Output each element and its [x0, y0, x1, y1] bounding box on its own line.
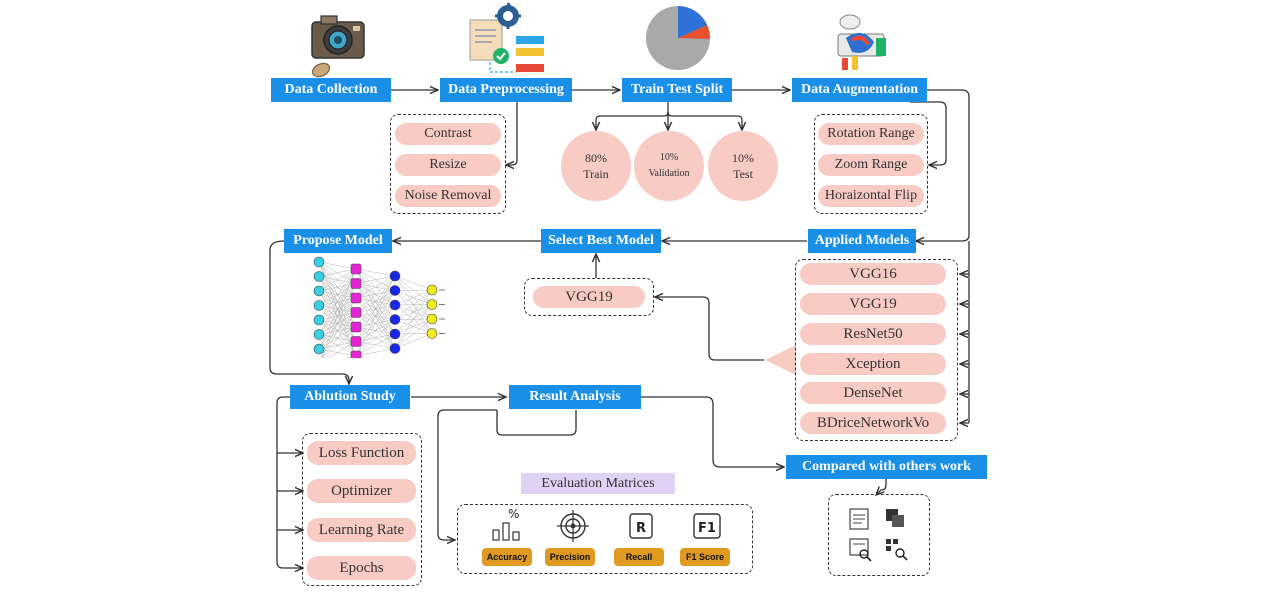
split-label: Test: [733, 167, 753, 181]
nn-node: [350, 263, 362, 275]
nn-node: [313, 329, 325, 340]
nn-node: [313, 285, 325, 297]
accuracy-icon-text: %: [508, 508, 519, 521]
recall-icon: R: [629, 513, 653, 539]
stage-result-analysis: Result Analysis: [509, 385, 641, 409]
model-item: VGG19: [800, 293, 946, 315]
accuracy-icon: %: [492, 507, 520, 541]
split-percent: 10%: [659, 152, 679, 163]
split-percent: 10%: [732, 151, 754, 165]
metric-accuracy: % Accuracy: [480, 507, 538, 568]
evaluation-title: Evaluation Matrices: [521, 473, 675, 494]
augmentation-step: Zoom Range: [818, 154, 924, 176]
stage-ablution-study: Ablution Study: [290, 385, 410, 409]
model-item: BDriceNetworkVo: [800, 412, 946, 434]
preprocessing-step: Noise Removal: [395, 185, 501, 207]
split-train: 80% Train: [561, 131, 631, 201]
nn-node: [389, 299, 401, 311]
stage-data-preprocessing: Data Preprocessing: [440, 78, 572, 102]
nn-node: [426, 299, 438, 310]
search-grid-icon: [886, 539, 908, 561]
ablation-param: Loss Function: [307, 441, 416, 465]
pointer-triangle: [765, 345, 796, 375]
metric-precision: Precision: [543, 508, 601, 568]
search-document-icon: [849, 538, 872, 562]
nn-node: [426, 313, 438, 325]
models-group: [795, 259, 958, 441]
stage-compared-with-others: Compared with others work: [786, 455, 987, 479]
nn-node: [313, 314, 325, 326]
metric-label: Accuracy: [482, 548, 532, 566]
split-percent: 80%: [585, 151, 607, 165]
nn-node: [389, 314, 401, 325]
model-item: Xception: [800, 353, 946, 375]
nn-node: [389, 343, 401, 354]
nn-node: [350, 350, 362, 358]
augmentation-step: Horaizontal Flip: [818, 185, 924, 207]
nn-node: [313, 256, 325, 268]
evaluation-group: [457, 504, 753, 574]
split-label: Validation: [648, 168, 690, 179]
model-item: DenseNet: [800, 382, 946, 404]
ablation-group: [302, 433, 422, 586]
nn-node: [350, 307, 362, 318]
nn-node: [313, 271, 325, 282]
stack-icon: [886, 509, 904, 527]
nn-node: [350, 278, 362, 289]
metric-f1: F1 F1 Score: [678, 508, 736, 568]
comparison-icons: [849, 508, 908, 562]
metric-label: Precision: [545, 548, 595, 566]
split-label: Train: [583, 167, 609, 181]
comparison-group: [828, 494, 930, 576]
nn-node: [350, 336, 362, 347]
target-icon: [557, 510, 589, 542]
best-model: VGG19: [533, 286, 645, 308]
metric-recall: R Recall: [612, 508, 670, 568]
split-validation: 10% Validation: [634, 131, 704, 201]
nn-node: [389, 270, 401, 282]
nn-node: [313, 300, 325, 311]
ablation-param: Learning Rate: [307, 518, 416, 542]
model-item: VGG16: [800, 263, 946, 285]
stage-data-augmentation: Data Augmentation: [792, 78, 927, 102]
ablation-param: Epochs: [307, 556, 416, 580]
stage-applied-models: Applied Models: [808, 229, 916, 253]
stage-data-collection: Data Collection: [271, 78, 391, 102]
augmentation-icon: [837, 14, 886, 70]
f1-icon-text: F1: [698, 521, 716, 536]
nn-node: [426, 284, 438, 296]
best-model-group: [524, 278, 654, 316]
metric-label: F1 Score: [680, 548, 730, 566]
nn-node: [389, 328, 401, 340]
recall-icon-text: R: [636, 521, 646, 536]
metric-label: Recall: [614, 548, 664, 566]
ablation-param: Optimizer: [307, 479, 416, 503]
preprocessing-group: [390, 114, 506, 214]
model-item: ResNet50: [800, 323, 946, 345]
pie-chart-icon: [646, 6, 711, 70]
nn-node: [389, 285, 401, 296]
stage-propose-model: Propose Model: [284, 229, 392, 253]
document-gear-icon: [469, 2, 544, 73]
document-compare-icon: [849, 508, 869, 530]
nn-node: [350, 321, 362, 333]
split-test: 10% Test: [708, 131, 778, 201]
augmentation-step: Rotation Range: [818, 123, 924, 145]
f1-icon: F1: [693, 513, 721, 539]
stage-train-test-split: Train Test Split: [622, 78, 732, 102]
stage-select-best-model: Select Best Model: [541, 229, 661, 253]
preprocessing-step: Resize: [395, 154, 501, 176]
nn-node: [313, 343, 325, 355]
nn-node: [426, 328, 438, 339]
augmentation-group: [814, 114, 928, 214]
neural-network-icon: [313, 256, 445, 358]
camera-icon: [311, 15, 365, 78]
preprocessing-step: Contrast: [395, 123, 501, 145]
nn-node: [350, 292, 362, 304]
